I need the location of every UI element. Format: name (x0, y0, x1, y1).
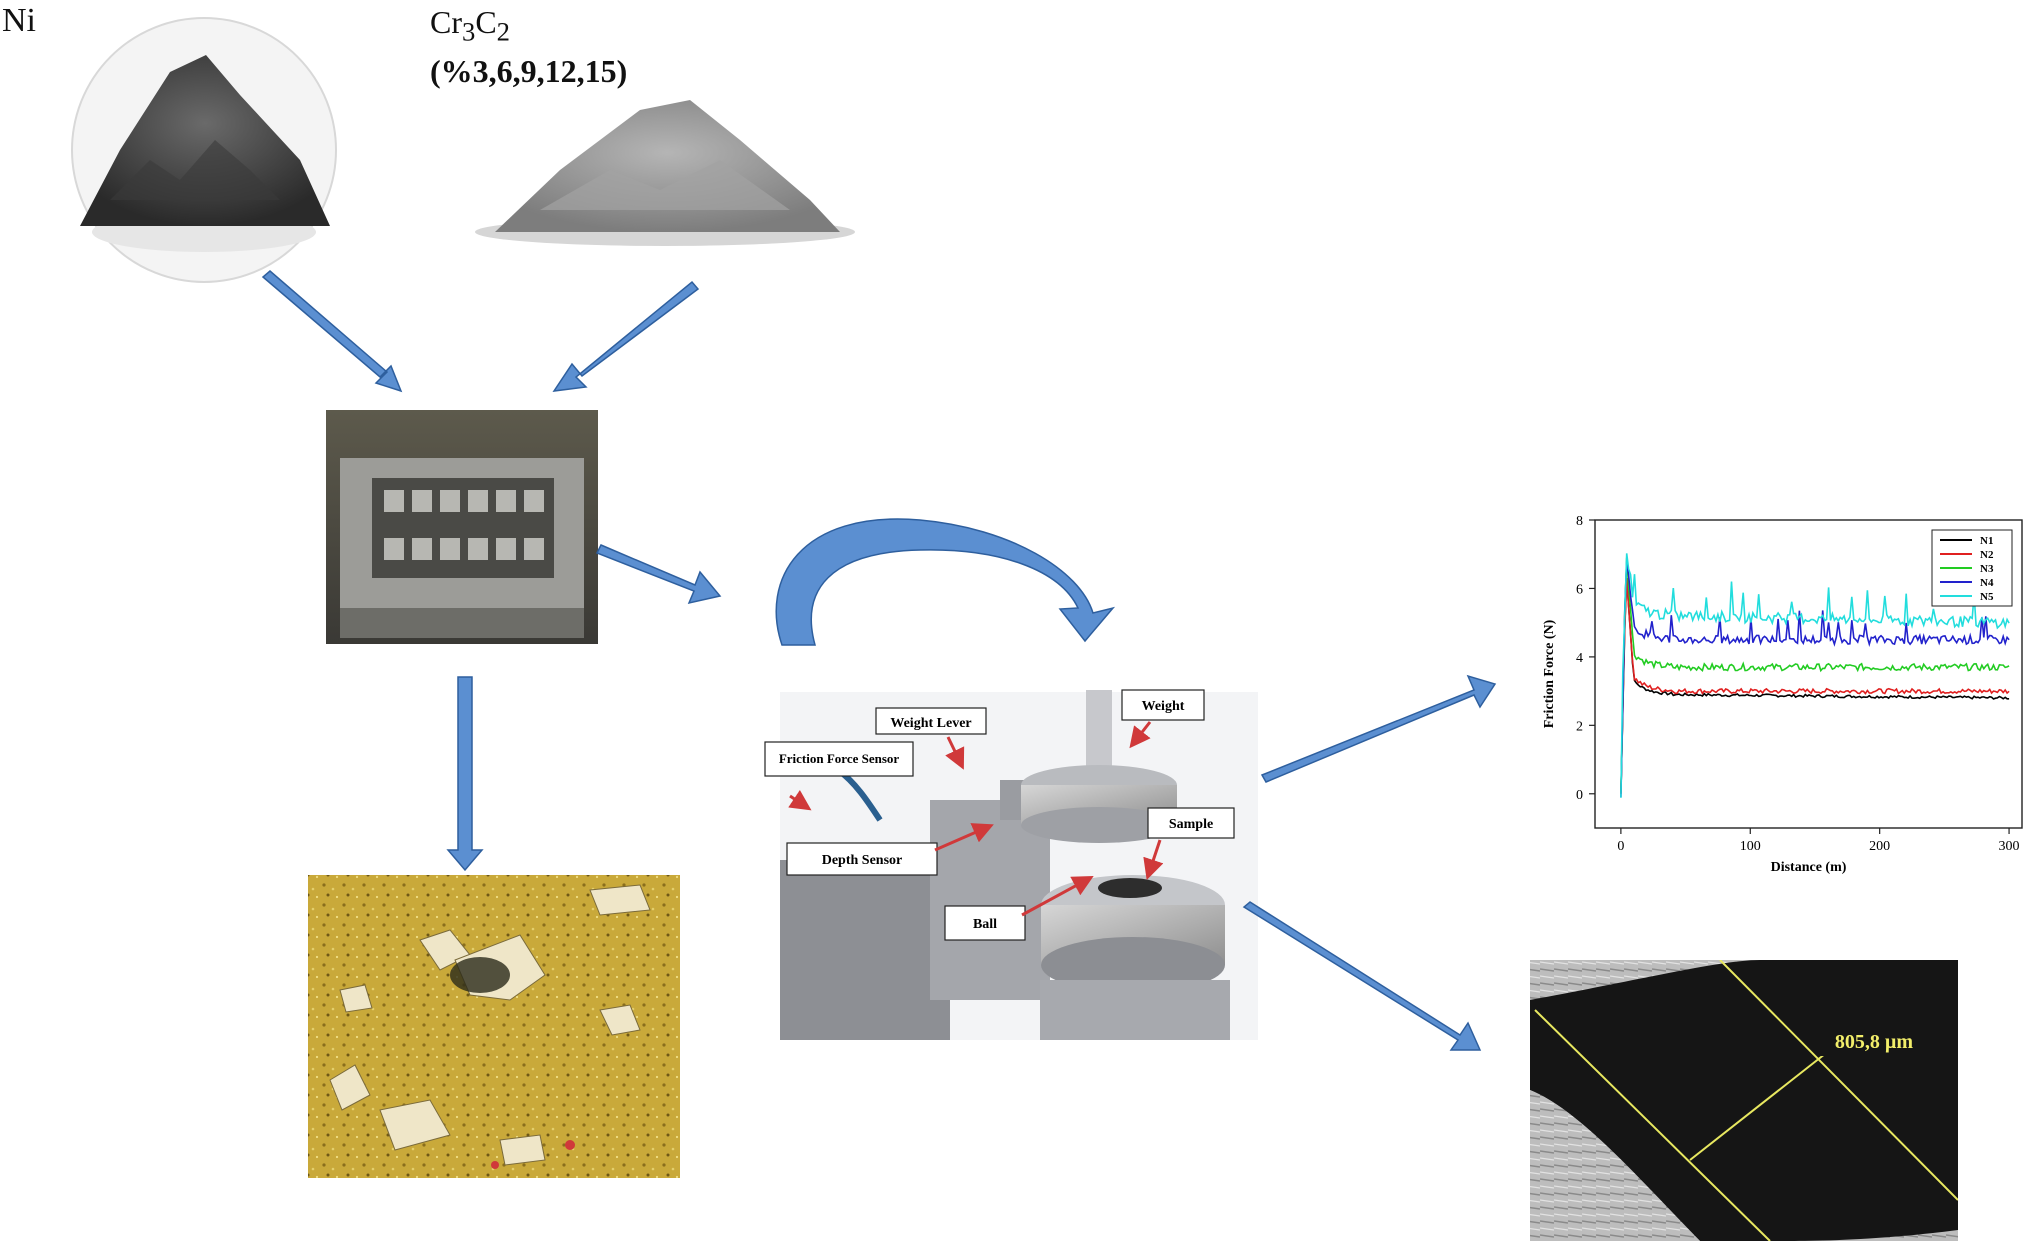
depth-sensor-box (786, 842, 938, 876)
cr-formula: Cr3C2 (430, 4, 510, 46)
friction-force-sensor-text: Friction Force Sensor (779, 751, 900, 766)
friction-force-sensor-arrow (788, 789, 812, 811)
series-line-n5 (1620, 553, 2010, 798)
wear-width-measurement: 805,8 µm (1835, 1031, 1914, 1053)
wear-track-image: 805,8 µm (1530, 960, 1958, 1241)
cr3c2-label: Cr3C2 (%3,6,9,12,15) (430, 2, 627, 91)
cr3c2-powder-image (475, 100, 855, 246)
c-subscript: 2 (496, 16, 510, 47)
depth-sensor-arrow (934, 823, 994, 852)
mould-image (326, 410, 598, 644)
cr-percent-label: (%3,6,9,12,15) (430, 53, 628, 90)
friction-force-chart: 0 100 200 300 0 2 4 6 8 Distance (m) Friction Fo… (1542, 514, 2023, 875)
legend-label: N5 (1980, 591, 1994, 603)
sample-text: Sample (1169, 817, 1213, 832)
weight-lever-box (875, 707, 987, 735)
y-tick-label: 4 (1576, 651, 1583, 666)
arrow-curved-process (775, 518, 1116, 646)
series-line-n1 (1620, 577, 2010, 794)
ball-text: Ball (973, 917, 997, 932)
ball-box (944, 905, 1026, 941)
chart-axes: 0 100 200 300 0 2 4 6 8 (1576, 514, 2023, 854)
arrow-tribometer-to-chart (1260, 674, 1497, 783)
legend-label: N4 (1980, 577, 1994, 589)
y-tick-label: 0 (1576, 788, 1583, 803)
ball-arrow (1021, 875, 1094, 917)
arrow-cr-to-mould (552, 280, 700, 392)
micrograph-image (308, 875, 680, 1178)
cr-subscript: 3 (462, 16, 476, 47)
arrow-mould-to-tribometer (595, 544, 722, 605)
y-tick-label: 6 (1576, 582, 1583, 597)
chart-y-axis-label: Friction Force (N) (1542, 619, 1557, 728)
sample-box (1147, 807, 1235, 839)
x-tick-label: 200 (1869, 839, 1890, 854)
arrow-mould-to-micrograph (446, 676, 484, 872)
chart-frame (1594, 519, 2023, 829)
chart-x-axis-label: Distance (m) (1771, 860, 1847, 875)
tribometer-callouts: Weight Lever Weight Friction Force Senso… (764, 689, 1235, 941)
y-tick-label: 2 (1576, 719, 1583, 734)
weight-text: Weight (1142, 699, 1185, 714)
weight-box (1121, 689, 1205, 721)
chart-series-group (1620, 553, 2010, 798)
c-symbol: C (475, 4, 497, 40)
y-tick-label: 8 (1576, 514, 1583, 529)
ni-label: Ni (2, 2, 36, 39)
arrow-ni-to-mould (261, 270, 403, 393)
weight-lever-arrow (945, 736, 965, 770)
flow-arrows (261, 270, 1497, 1051)
series-line-n3 (1620, 557, 2010, 793)
series-line-n4 (1620, 561, 2010, 798)
ni-powder-image (71, 17, 337, 283)
series-line-n2 (1620, 577, 2010, 794)
legend-label: N3 (1980, 563, 1994, 575)
x-tick-label: 300 (1999, 839, 2020, 854)
depth-sensor-text: Depth Sensor (822, 853, 903, 868)
friction-force-sensor-box (764, 741, 914, 777)
legend-label: N1 (1980, 535, 1993, 547)
legend-label: N2 (1980, 549, 1994, 561)
weight-arrow (1129, 721, 1152, 749)
cr-symbol: Cr (430, 4, 462, 40)
arrow-tribometer-to-wear (1242, 901, 1482, 1051)
x-tick-label: 100 (1740, 839, 1761, 854)
sample-arrow (1143, 839, 1164, 880)
x-tick-label: 0 (1617, 839, 1624, 854)
weight-lever-text: Weight Lever (890, 716, 971, 731)
